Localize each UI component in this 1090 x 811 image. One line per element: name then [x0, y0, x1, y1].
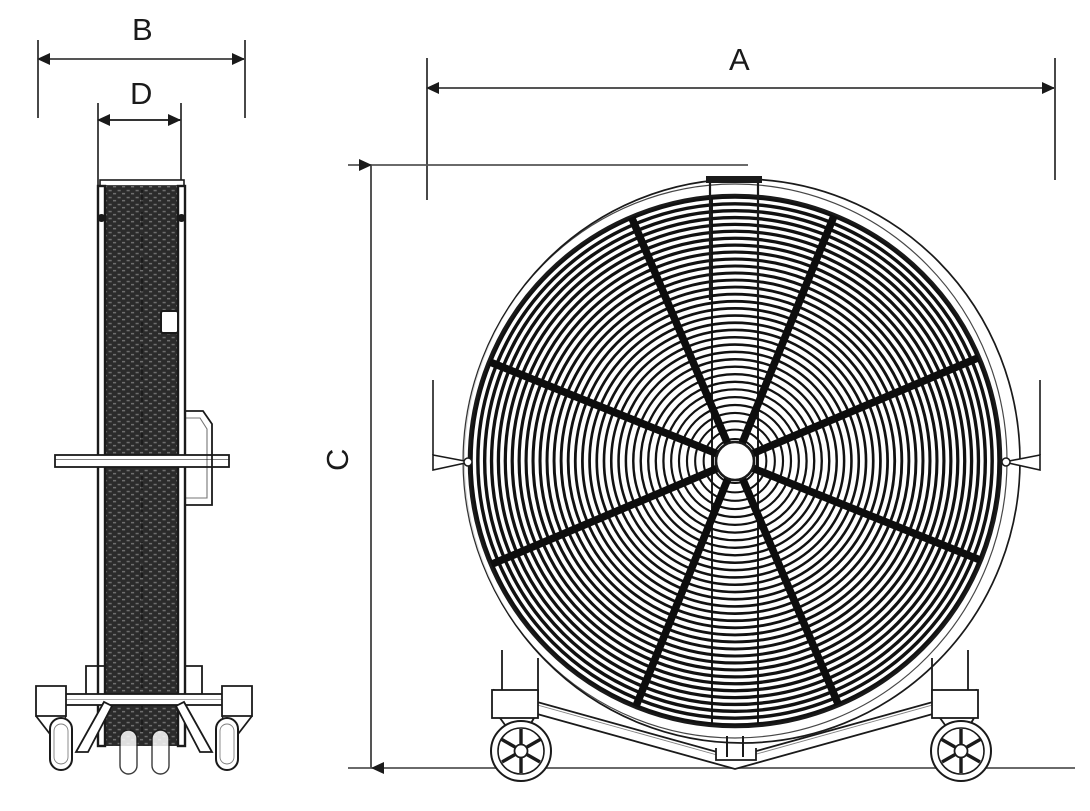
carry-handle [185, 410, 213, 506]
caster-wheel-side-left [49, 717, 73, 771]
side-top-cap [99, 179, 185, 187]
dimension-A [426, 58, 1056, 200]
side-base-assembly [35, 665, 253, 761]
dimension-label-D: D [130, 76, 153, 111]
tilt-pivot-bar [54, 454, 230, 468]
caster-wheel-side-right [215, 717, 239, 771]
front-view [432, 176, 1041, 782]
top-carry-bracket [706, 176, 762, 300]
side-view [35, 179, 253, 775]
dimension-label-A: A [729, 42, 751, 77]
control-box [160, 310, 179, 334]
caster-wheel-side-rear [119, 729, 170, 775]
dimension-label-B: B [132, 12, 154, 47]
dimension-label-C: C [319, 448, 355, 471]
pivot-bracket-left [432, 380, 473, 471]
caster-wheel-front-left [490, 650, 552, 782]
pivot-bracket-right [1001, 380, 1041, 471]
dimension-D [97, 103, 182, 188]
motor-hub [714, 440, 756, 482]
caster-wheel-front-right [930, 650, 992, 782]
dimension-B [37, 40, 246, 118]
